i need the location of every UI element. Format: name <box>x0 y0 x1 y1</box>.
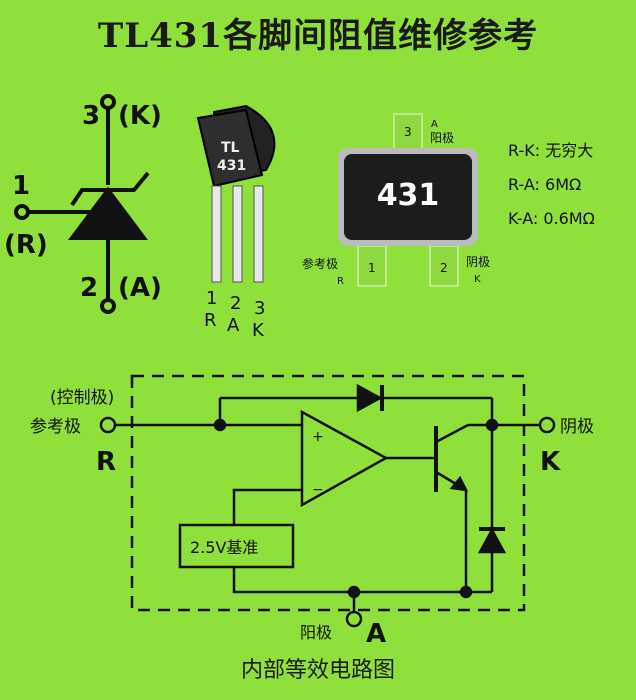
to92-pin1-number: 1 <box>206 288 217 309</box>
pin1-terminal <box>14 204 30 220</box>
to92-pin2-name: A <box>227 315 240 336</box>
to92-mark-line2: 431 <box>217 158 246 174</box>
top-diode <box>356 383 383 413</box>
emitter-arrow <box>449 475 469 492</box>
smd-pad1-label: 参考极 <box>302 256 338 271</box>
pin2-number: 2 <box>80 273 98 303</box>
r-letter: R <box>96 447 116 477</box>
a-letter: A <box>366 619 386 649</box>
package-dashed-outline <box>130 374 526 612</box>
to92-package <box>196 104 276 283</box>
pin2-terminal <box>100 298 116 314</box>
smd-pad-3 <box>393 113 423 151</box>
smd-pad2-number: 2 <box>440 261 448 275</box>
circuit-k-terminal <box>538 416 556 434</box>
to92-mark-line1: TL <box>221 140 240 156</box>
junction-a-right <box>459 585 473 599</box>
right-diode <box>477 527 507 554</box>
pin1-number: 1 <box>12 171 30 201</box>
smd-body <box>344 154 472 240</box>
ref-label: 参考极 <box>30 417 81 437</box>
to92-pin-2 <box>232 185 243 283</box>
smd-pad3-number: 3 <box>404 125 412 139</box>
to92-pin2-number: 2 <box>230 293 241 314</box>
to92-pin-1 <box>211 185 222 283</box>
to92-pin-3 <box>253 185 264 283</box>
opamp-minus: − <box>312 482 324 498</box>
tl431-symbol <box>14 94 150 314</box>
spec-r-k: R-K: 无穷大 <box>508 141 593 160</box>
circuit-r-terminal <box>99 416 117 434</box>
reference-box <box>178 523 295 569</box>
smd-pad1-letter: R <box>337 276 344 287</box>
control-label: (控制极) <box>50 388 114 408</box>
spec-k-a: K-A: 0.6MΩ <box>508 209 595 228</box>
smd-pad1-number: 1 <box>368 261 376 275</box>
opamp-plus: + <box>312 429 324 445</box>
to92-pin3-number: 3 <box>254 298 265 319</box>
pin2-name: (A) <box>118 273 162 303</box>
smd-package <box>338 113 478 287</box>
smd-mark: 431 <box>377 178 440 213</box>
smd-pad3-label: 阳极 <box>430 131 454 145</box>
equivalent-circuit <box>99 383 556 628</box>
circuit-caption: 内部等效电路图 <box>240 658 395 683</box>
cathode-label: 阴极 <box>560 417 594 437</box>
op-amp <box>300 409 389 508</box>
pin3-name: (K) <box>118 101 162 131</box>
smd-pad2-letter: K <box>474 274 481 285</box>
anode-label: 阳极 <box>300 623 332 642</box>
pin3-terminal <box>100 94 116 110</box>
to92-pin1-name: R <box>204 310 217 331</box>
to92-pin3-name: K <box>252 320 265 341</box>
spec-r-a: R-A: 6MΩ <box>508 175 581 194</box>
reference-box-label: 2.5V基准 <box>190 538 258 557</box>
k-letter: K <box>540 447 561 477</box>
smd-pad3-letter: A <box>431 119 438 130</box>
smd-pad2-label: 阴极 <box>466 255 490 269</box>
diagram-title: TL431各脚间阻值维修参考 <box>97 16 539 56</box>
pin3-number: 3 <box>82 101 100 131</box>
pin1-name: (R) <box>4 230 48 260</box>
circuit-a-terminal <box>345 610 363 628</box>
